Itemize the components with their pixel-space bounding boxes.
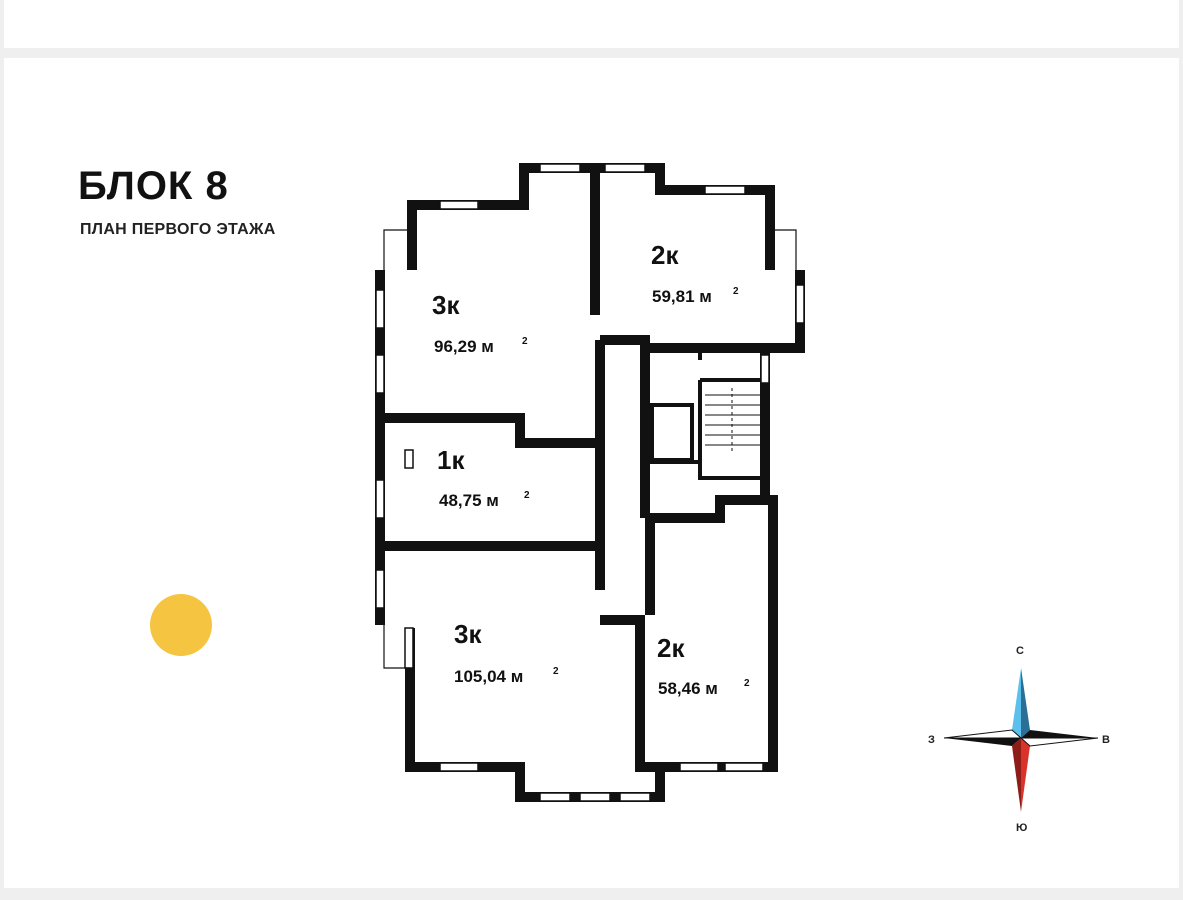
- room-area-sup: 2: [744, 678, 750, 689]
- compass-north-label: С: [1016, 645, 1024, 657]
- room-area-sup: 2: [524, 490, 530, 501]
- room-label-2k-58: 2к 58,46 м 2: [657, 633, 750, 698]
- room-label-1k-48: 1к 48,75 м 2: [437, 445, 530, 510]
- room-type: 2к: [657, 633, 685, 663]
- room-type: 1к: [437, 445, 465, 475]
- block-title: БЛОК 8: [78, 164, 229, 208]
- room-area: 48,75 м: [439, 491, 499, 510]
- room-type: 3к: [454, 619, 482, 649]
- room-type: 2к: [651, 240, 679, 270]
- compass-rose: С Ю З В: [928, 645, 1110, 834]
- sun-marker: [150, 594, 212, 656]
- room-area: 58,46 м: [658, 679, 718, 698]
- compass-west-label: З: [928, 734, 935, 746]
- windows: [375, 163, 805, 802]
- stair-treads: [705, 388, 760, 452]
- room-label-2k-59: 2к 59,81 м 2: [651, 240, 739, 306]
- compass-north-arrow: [1012, 668, 1021, 738]
- compass-east-label: В: [1102, 734, 1110, 746]
- bay-lines: [383, 229, 797, 669]
- room-label-3k-105: 3к 105,04 м 2: [454, 619, 559, 686]
- room-area-sup: 2: [733, 286, 739, 297]
- compass-south-label: Ю: [1016, 822, 1027, 834]
- compass-west-arrow: [943, 729, 1023, 739]
- room-type: 3к: [432, 290, 460, 320]
- compass-east-arrow: [1019, 737, 1099, 747]
- compass-south-arrow: [1021, 738, 1030, 812]
- floor-plan-subtitle: ПЛАН ПЕРВОГО ЭТАЖА: [80, 221, 276, 238]
- room-area: 105,04 м: [454, 667, 523, 686]
- walls: [375, 163, 805, 802]
- room-area: 59,81 м: [652, 287, 712, 306]
- room-area-sup: 2: [522, 336, 528, 347]
- room-area-sup: 2: [553, 666, 559, 677]
- room-label-3k-96: 3к 96,29 м 2: [432, 290, 528, 356]
- room-area: 96,29 м: [434, 337, 494, 356]
- top-panel: [4, 0, 1179, 48]
